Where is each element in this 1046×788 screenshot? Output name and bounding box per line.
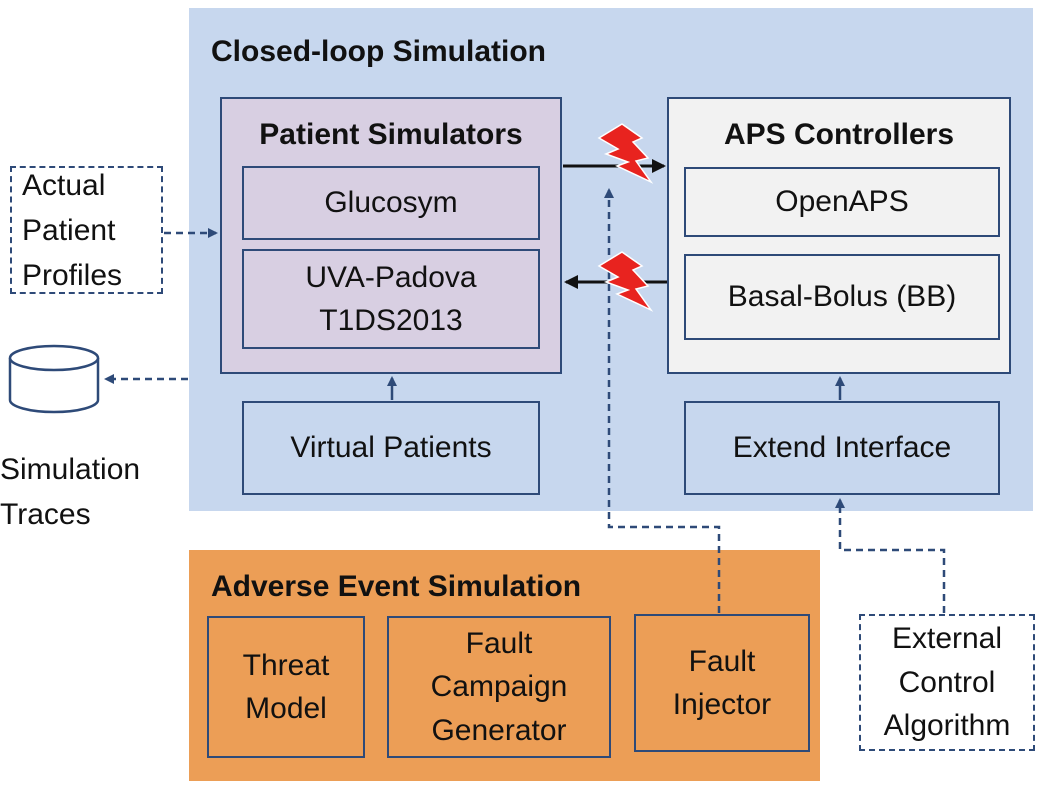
lightning-attack-icon: [597, 123, 654, 184]
virtual-patients-label: Virtual Patients: [290, 431, 492, 465]
fault-injector-line2: Injector: [672, 688, 772, 721]
closed-loop-title: Closed-loop Simulation: [211, 35, 546, 68]
fault-injector-box[interactable]: Fault Injector: [634, 614, 810, 752]
threat-model-box[interactable]: Threat Model: [207, 616, 365, 758]
basal-bolus-label: Basal-Bolus (BB): [727, 280, 957, 314]
uva-padova-box[interactable]: UVA-Padova T1DS2013: [242, 249, 540, 349]
basal-bolus-box[interactable]: Basal-Bolus (BB): [684, 254, 1000, 340]
external-control-algorithm-box[interactable]: External Control Algorithm: [859, 614, 1035, 751]
actual-patient-profiles-box[interactable]: Actual Patient Profiles: [10, 166, 163, 294]
st-line1: Simulation: [0, 453, 141, 486]
fcg-line2: Campaign: [430, 670, 568, 704]
virtual-patients-box[interactable]: Virtual Patients: [242, 401, 540, 495]
app-line1: Actual: [22, 168, 106, 202]
glucosym-label: Glucosym: [324, 186, 458, 220]
simulation-traces-label: Simulation Traces: [0, 447, 140, 537]
extend-interface-box[interactable]: Extend Interface: [684, 401, 1000, 495]
fault-campaign-generator-box[interactable]: Fault Campaign Generator: [387, 616, 611, 758]
uva-padova-label: UVA-Padova T1DS2013: [305, 260, 477, 338]
st-line2: Traces: [0, 498, 91, 531]
extend-interface-label: Extend Interface: [732, 431, 952, 465]
injector-to-attack-arrow: [604, 188, 721, 613]
adverse-event-title: Adverse Event Simulation: [211, 570, 582, 603]
app-line2: Patient: [22, 213, 116, 247]
glucosym-box[interactable]: Glucosym: [242, 166, 540, 240]
threat-model-line2: Model: [245, 692, 327, 725]
eca-line2: Control: [898, 665, 996, 699]
patient-simulators-title: Patient Simulators: [259, 118, 523, 151]
threat-model-line1: Threat: [242, 648, 330, 682]
openaps-box[interactable]: OpenAPS: [684, 167, 1000, 237]
app-line3: Profiles: [22, 258, 123, 292]
database-icon: [8, 344, 100, 414]
eca-line3: Algorithm: [883, 709, 1011, 743]
lightning-attack-icon: [597, 251, 654, 312]
fcg-line3: Generator: [431, 713, 567, 747]
external-to-extend-arrow: [835, 498, 946, 613]
fcg-line1: Fault: [465, 626, 533, 660]
openaps-label: OpenAPS: [775, 185, 909, 219]
aps-controllers-title: APS Controllers: [723, 118, 955, 151]
eca-line1: External: [891, 622, 1003, 656]
fault-injector-line1: Fault: [688, 644, 756, 678]
